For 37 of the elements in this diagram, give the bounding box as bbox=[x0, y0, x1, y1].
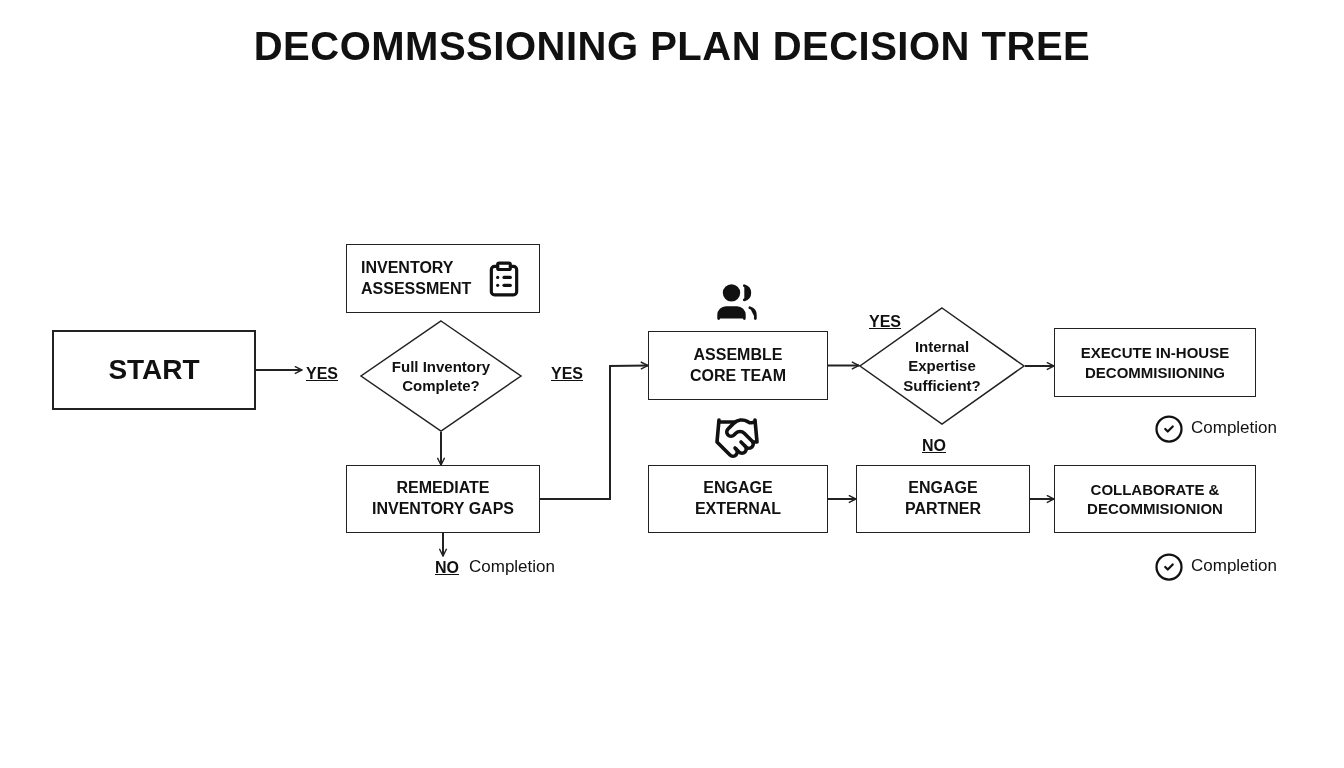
branch-text: YES bbox=[306, 363, 338, 384]
diagram-title: DECOMMSSIONING PLAN DECISION TREE bbox=[253, 24, 1091, 69]
process-box bbox=[346, 465, 540, 533]
branch-label: YES bbox=[869, 313, 901, 331]
arrow bbox=[255, 365, 303, 375]
node-text: START bbox=[108, 352, 200, 387]
decision-diamond bbox=[360, 320, 522, 432]
process-box bbox=[1054, 465, 1256, 533]
process-box bbox=[648, 465, 828, 533]
completion-label: Completion bbox=[469, 557, 555, 577]
arrow bbox=[1029, 494, 1055, 504]
node-text: ENGAGE PARTNER bbox=[903, 478, 983, 519]
node-text: ENGAGE EXTERNAL bbox=[693, 478, 783, 519]
completion-label: Completion bbox=[1191, 418, 1277, 438]
process-box bbox=[1054, 328, 1256, 397]
branch-label: YES bbox=[551, 365, 583, 383]
branch-label: NO bbox=[922, 437, 946, 455]
node-text: Internal Expertise Sufficient? bbox=[902, 336, 982, 396]
arrow bbox=[438, 532, 448, 557]
node-text: INVENTORY ASSESSMENT bbox=[361, 257, 473, 299]
node-text: ASSEMBLE CORE TEAM bbox=[689, 344, 787, 386]
completion-label: Completion bbox=[1191, 556, 1277, 576]
process-box bbox=[346, 244, 540, 313]
node-text: Full Inventory Complete? bbox=[390, 356, 492, 396]
arrow bbox=[1024, 361, 1055, 371]
arrow bbox=[436, 431, 446, 466]
arrow bbox=[539, 361, 649, 500]
node-text: REMEDIATE INVENTORY GAPS bbox=[371, 478, 515, 519]
branch-text: NO bbox=[435, 557, 459, 578]
process-box bbox=[856, 465, 1030, 533]
arrow bbox=[827, 494, 857, 504]
start-box bbox=[52, 330, 256, 410]
node-text: EXECUTE IN-HOUSE DECOMMISIIONING bbox=[1079, 343, 1231, 382]
decision-diamond bbox=[859, 307, 1025, 425]
process-box bbox=[648, 331, 828, 400]
node-text: COLLABORATE & DECOMMISIONION bbox=[1086, 479, 1224, 519]
arrow bbox=[827, 361, 860, 370]
